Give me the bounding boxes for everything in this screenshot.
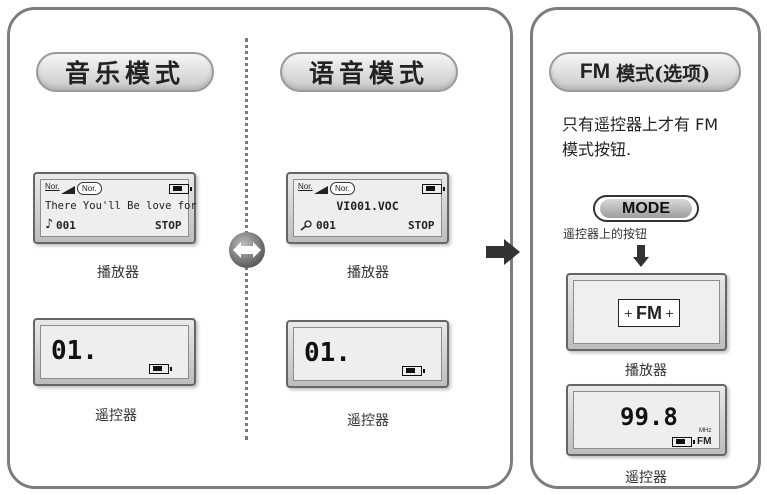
down-arrow-icon [633, 245, 649, 267]
mode-button[interactable]: MODE [593, 195, 699, 222]
music-remote-caption: 遥控器 [95, 408, 137, 424]
mode-tag: Nor. [77, 182, 102, 195]
track-number: 001 [316, 219, 336, 232]
voice-player-display: Nor. Nor. VI001.VOC 001 STOP [286, 172, 449, 244]
right-arrow-icon [486, 239, 520, 265]
eq-tag: Nor. [298, 182, 313, 191]
voice-remote-display: 01. [286, 320, 449, 388]
battery-icon [169, 184, 192, 194]
fm-remote-caption: 遥控器 [625, 470, 667, 486]
fm-indicator: + FM + [618, 299, 680, 327]
eq-tag: Nor. [45, 182, 60, 191]
fm-title-fm: FM [579, 60, 611, 83]
play-status: STOP [155, 219, 182, 232]
fm-title-rest: 模式(选项) [616, 62, 711, 85]
eq-ramp-icon [314, 186, 328, 194]
unit-mhz: MHz [699, 428, 712, 434]
fm-prefix: + [623, 306, 633, 320]
fm-frequency: 99.8 [620, 403, 678, 431]
battery-icon [402, 366, 425, 376]
double-arrow-icon [228, 231, 266, 269]
track-number: 001 [56, 219, 76, 232]
fm-description-line2: 模式按钮. [562, 140, 632, 159]
play-status: STOP [408, 219, 435, 232]
voice-player-caption: 播放器 [347, 265, 389, 281]
voice-remote-caption: 遥控器 [347, 413, 389, 429]
microphone-icon [300, 220, 312, 231]
music-note-icon: ♪ [45, 217, 54, 232]
mode-button-caption: 遥控器上的按钮 [563, 227, 648, 241]
battery-icon [672, 437, 695, 447]
battery-icon [422, 184, 445, 194]
music-player-display: Nor. Nor. There You'll Be love for ♪ 001… [33, 172, 197, 244]
fm-description: 只有遥控器上才有 FM 模式按钮. [562, 112, 752, 162]
fm-remote-display: 99.8 MHz FM [566, 384, 727, 456]
fm-suffix: + [665, 306, 675, 320]
music-player-caption: 播放器 [97, 265, 139, 281]
fm-mode-title: FM 模式(选项) [549, 52, 741, 92]
mode-tag: Nor. [330, 182, 355, 195]
voice-file-name: VI001.VOC [336, 199, 399, 213]
remote-track: 01. [51, 336, 98, 366]
music-mode-title: 音乐模式 [36, 52, 214, 92]
voice-mode-title: 语音模式 [280, 52, 458, 92]
mode-button-face: MODE [600, 199, 692, 218]
fm-player-display: + FM + [566, 273, 727, 351]
song-title: There You'll Be love for [45, 200, 197, 212]
eq-ramp-icon [61, 186, 75, 194]
battery-icon [149, 364, 172, 374]
remote-track: 01. [304, 338, 351, 368]
fm-label: FM [636, 302, 662, 323]
music-remote-display: 01. [33, 318, 196, 386]
fm-description-line1: 只有遥控器上才有 FM [562, 115, 719, 134]
mode-button-label: MODE [622, 199, 670, 217]
fm-player-caption: 播放器 [625, 363, 667, 379]
unit-fm: FM [697, 436, 712, 447]
